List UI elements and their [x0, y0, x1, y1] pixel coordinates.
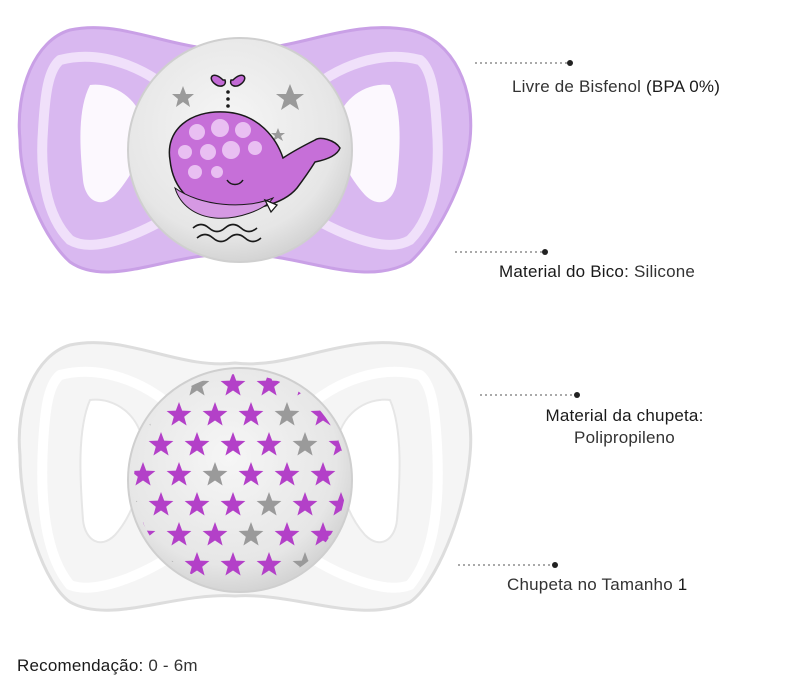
- callout-line-bpa: [475, 58, 575, 68]
- lilac-whale-pacifier: [15, 0, 475, 290]
- lilac-pacifier-image: [17, 26, 473, 274]
- star-icon: [256, 374, 282, 396]
- clear-pacifier-image: [17, 341, 473, 612]
- star-icon: [184, 552, 210, 576]
- star-icon: [274, 522, 300, 546]
- star-icon: [148, 492, 174, 516]
- feature-chupeta-text: Material da chupeta:: [545, 406, 704, 425]
- star-icon: [166, 402, 192, 426]
- callout-line-chupeta: [480, 390, 590, 400]
- feature-bpa-value: (BPA 0%): [646, 77, 721, 96]
- star-icon: [202, 462, 228, 486]
- feature-tamanho-text: Chupeta no Tamanho: [507, 575, 673, 594]
- callout-line-bico: [455, 247, 555, 257]
- recommendation-value: 0 - 6m: [148, 656, 198, 675]
- star-icon: [276, 84, 304, 110]
- clear-stars-pacifier: [15, 330, 475, 620]
- star-icon: [220, 492, 246, 516]
- star-icon: [220, 432, 246, 456]
- star-icon: [166, 462, 192, 486]
- star-icon: [134, 462, 156, 486]
- feature-chupeta-value: Polipropileno: [574, 428, 675, 447]
- star-icon: [148, 432, 174, 456]
- star-icon: [202, 522, 228, 546]
- star-icon: [328, 492, 346, 516]
- star-icon: [256, 552, 282, 576]
- star-icon: [310, 522, 336, 546]
- feature-chupeta-label: Material da chupeta: Polipropileno: [527, 405, 722, 449]
- whale-icon: [168, 74, 341, 243]
- star-icon: [274, 402, 300, 426]
- feature-bpa-label: Livre de Bisfenol (BPA 0%): [512, 76, 720, 98]
- callout-line-tamanho: [458, 560, 568, 570]
- star-icon: [184, 492, 210, 516]
- star-icon: [184, 432, 210, 456]
- star-icon: [310, 462, 336, 486]
- star-icon: [292, 432, 318, 456]
- star-icon: [256, 432, 282, 456]
- star-icon: [202, 402, 228, 426]
- feature-bpa-text: Livre de Bisfenol: [512, 77, 642, 96]
- star-icon: [271, 128, 285, 141]
- star-icon: [220, 552, 246, 576]
- star-icon: [172, 86, 194, 107]
- star-icon: [166, 522, 192, 546]
- feature-bico-value: Silicone: [633, 262, 696, 281]
- feature-tamanho-value: 1: [677, 575, 688, 594]
- star-icon: [238, 462, 264, 486]
- recommendation-text: Recomendação:: [17, 656, 144, 675]
- star-icon: [238, 522, 264, 546]
- star-icon: [274, 462, 300, 486]
- star-icon: [220, 374, 246, 396]
- star-icon: [238, 402, 264, 426]
- feature-bico-text: Material do Bico:: [499, 262, 630, 281]
- feature-tamanho-label: Chupeta no Tamanho 1: [507, 574, 687, 596]
- star-icon: [256, 492, 282, 516]
- star-icon: [184, 374, 210, 396]
- star-icon: [292, 492, 318, 516]
- feature-bico-label: Material do Bico: Silicone: [499, 261, 695, 283]
- recommendation-label: Recomendação: 0 - 6m: [17, 655, 198, 677]
